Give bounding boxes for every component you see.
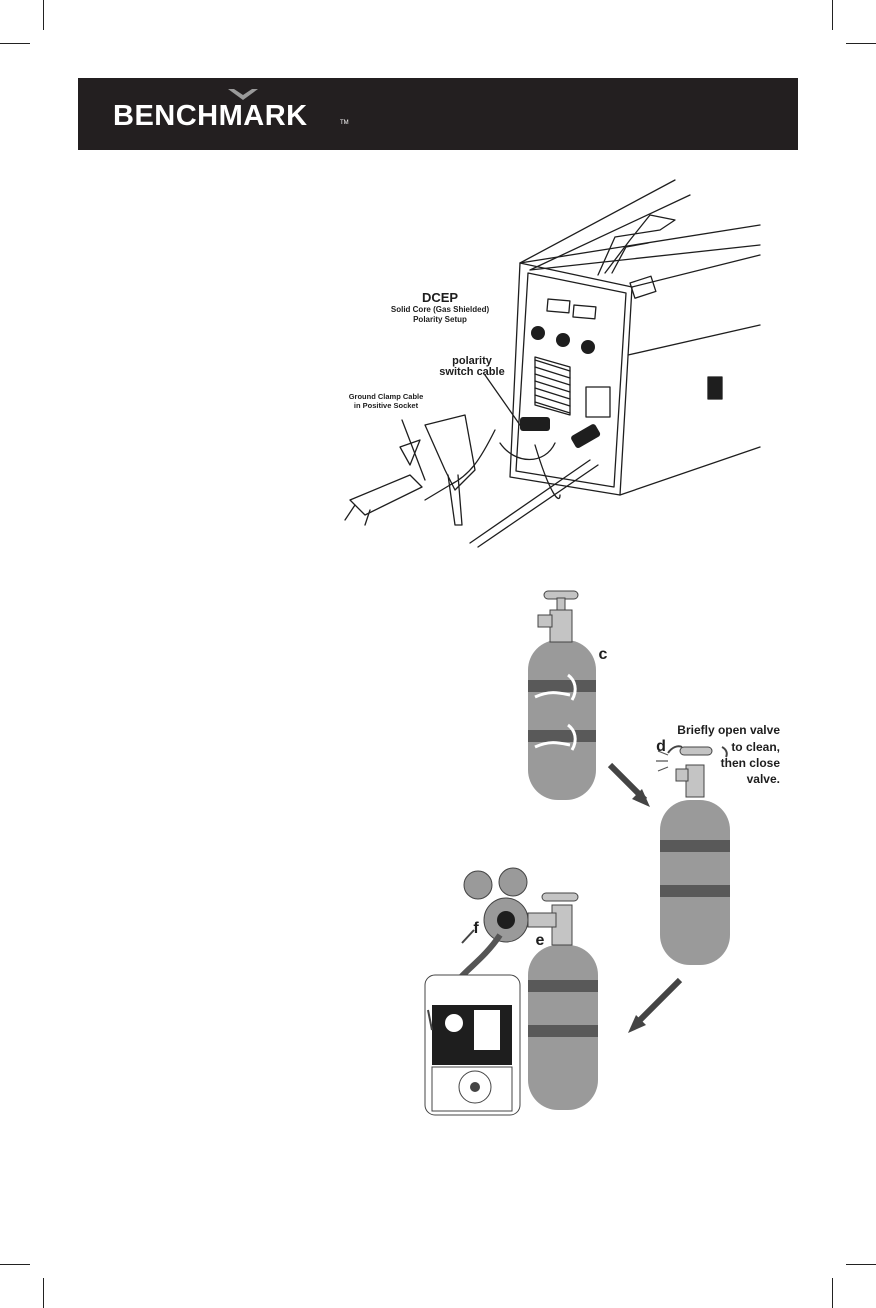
polarity-label-line2: switch cable (422, 366, 522, 378)
cylinder-c (528, 591, 596, 800)
dcep-subheading-line2: Polarity Setup (370, 315, 510, 324)
header-banner: BENCHMARK TM (78, 78, 798, 150)
crop-mark (43, 0, 44, 30)
crop-mark (832, 0, 833, 30)
step-d-label: d (651, 738, 671, 756)
brand-logo: BENCHMARK (113, 102, 308, 131)
step-c-label: c (593, 646, 613, 664)
instruction-line3: then close (670, 756, 780, 770)
gas-cylinder-diagram (410, 585, 810, 1125)
step-f-label: f (466, 920, 486, 938)
dcep-subheading-line1: Solid Core (Gas Shielded) (370, 305, 510, 314)
crop-mark (0, 1264, 30, 1265)
crop-mark (43, 1278, 44, 1308)
crop-mark (0, 43, 30, 44)
crop-mark (846, 43, 876, 44)
cylinder-e (528, 893, 598, 1110)
crop-mark (846, 1264, 876, 1265)
ground-label-line1: Ground Clamp Cable (336, 392, 436, 401)
ground-label-line2: in Positive Socket (336, 401, 436, 410)
dcep-heading: DCEP (400, 290, 480, 305)
instruction-line1: Briefly open valve (670, 723, 780, 737)
crop-mark (832, 1278, 833, 1308)
instruction-line4: valve. (670, 772, 780, 786)
chevron-logo-icon (228, 89, 258, 103)
arrow-icon (635, 980, 680, 1025)
step-e-label: e (530, 932, 550, 950)
trademark-symbol: TM (340, 120, 349, 126)
welder-polarity-diagram (330, 175, 770, 555)
welder-front (425, 975, 520, 1115)
instruction-line2: to clean, (670, 740, 780, 754)
